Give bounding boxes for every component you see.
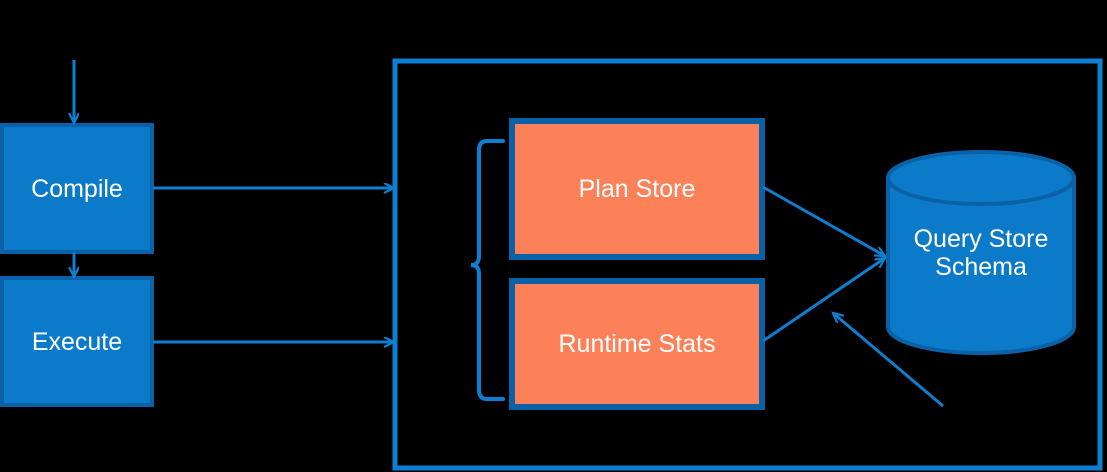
- query-store-container: [392, 58, 1103, 471]
- compile-box[interactable]: [0, 123, 154, 254]
- external-to-schema-arrow: [833, 313, 944, 408]
- execute-box[interactable]: [0, 276, 154, 407]
- plan-store-to-schema-arrow: [762, 185, 885, 258]
- runtime-stats-to-schema-arrow: [762, 258, 885, 343]
- query-store-schema-cylinder[interactable]: [886, 150, 1076, 355]
- plan-store-box[interactable]: [509, 118, 765, 260]
- grouping-brace: [470, 139, 505, 401]
- runtime-stats-box[interactable]: [509, 278, 765, 410]
